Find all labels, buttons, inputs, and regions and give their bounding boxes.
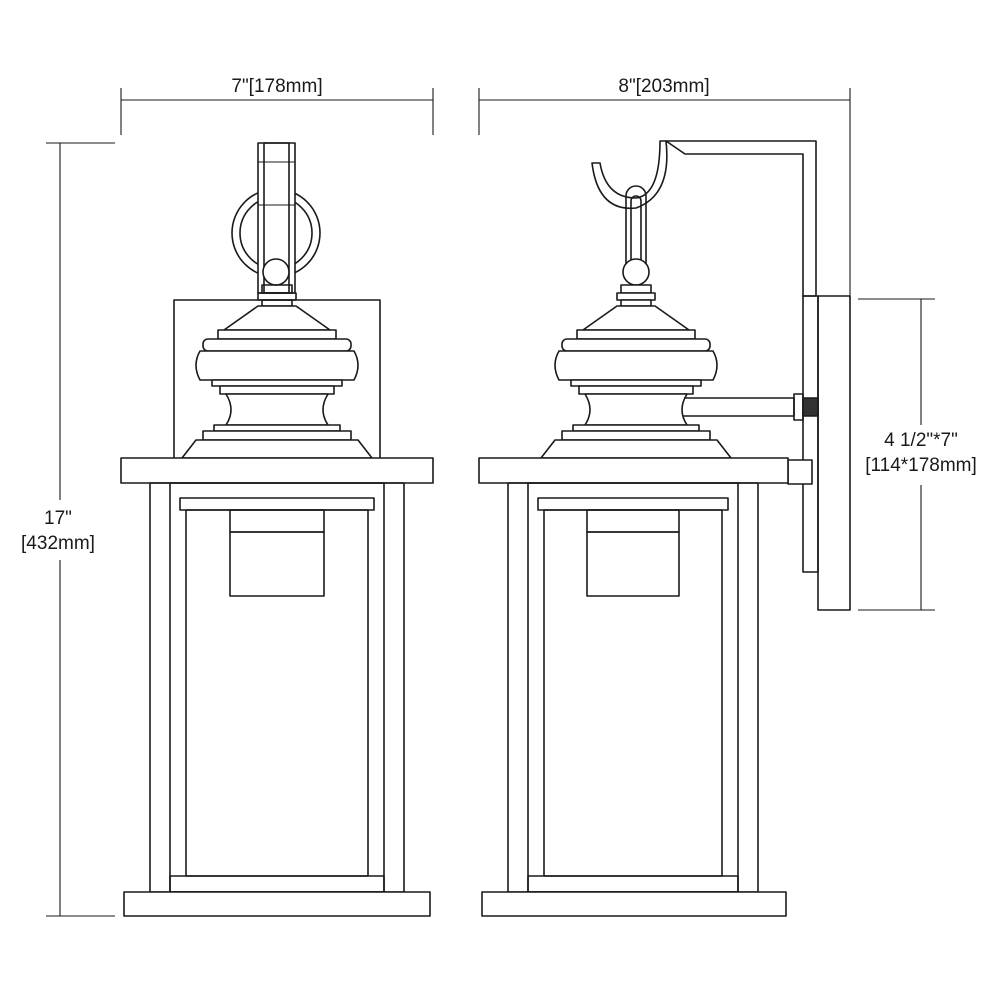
side-cap bbox=[540, 284, 732, 459]
side-backplate bbox=[817, 295, 851, 611]
side-depth-label: 8"[203mm] bbox=[618, 76, 709, 97]
front-width-label: 7"[178mm] bbox=[231, 76, 322, 97]
side-chain bbox=[622, 185, 650, 286]
dimension-height: 17" [432mm] bbox=[21, 142, 115, 917]
height-label-in: 17" bbox=[44, 508, 72, 529]
side-lantern-body bbox=[478, 457, 789, 917]
front-lantern-body bbox=[120, 457, 434, 917]
dimension-backplate: 4 1/2"*7" [114*178mm] bbox=[858, 298, 977, 611]
front-cap bbox=[181, 284, 373, 459]
dimension-width-front: 7"[178mm] bbox=[120, 76, 434, 135]
front-hook bbox=[231, 142, 321, 294]
backplate-label-in: 4 1/2"*7" bbox=[884, 430, 958, 451]
side-view bbox=[478, 140, 851, 917]
height-label-mm: [432mm] bbox=[21, 533, 95, 554]
dimension-depth-side: 8"[203mm] bbox=[478, 76, 851, 300]
side-wall-bracket bbox=[591, 140, 851, 611]
backplate-label-mm: [114*178mm] bbox=[865, 455, 977, 476]
front-view bbox=[120, 142, 434, 917]
